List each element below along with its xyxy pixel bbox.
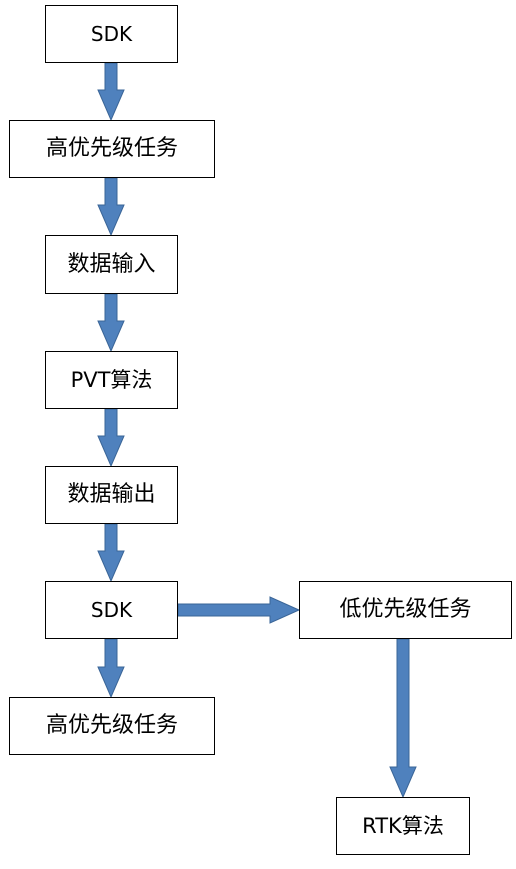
arrow-pvt-to-data-output — [97, 408, 125, 468]
node-sdk-mid: SDK — [45, 581, 178, 639]
node-data-input: 数据输入 — [45, 235, 178, 294]
node-pvt-algorithm: PVT算法 — [45, 351, 178, 409]
node-high-priority-task-1-label: 高优先级任务 — [45, 136, 178, 161]
node-sdk-top-label: SDK — [90, 22, 133, 46]
arrow-low-priority-to-rtk — [389, 638, 417, 799]
arrow-sdk-to-high-priority — [97, 62, 125, 122]
node-sdk-mid-label: SDK — [90, 598, 133, 622]
node-high-priority-task-2: 高优先级任务 — [9, 697, 215, 755]
node-data-input-label: 数据输入 — [67, 251, 156, 277]
arrow-sdk-to-low-priority — [177, 596, 301, 624]
arrow-high-priority-to-data-input — [97, 177, 125, 237]
node-data-output-label: 数据输出 — [67, 482, 156, 507]
node-data-output: 数据输出 — [45, 466, 178, 524]
node-sdk-top: SDK — [45, 5, 178, 63]
node-low-priority-task-label: 低优先级任务 — [339, 597, 472, 622]
node-rtk-algorithm: RTK算法 — [336, 797, 470, 855]
node-rtk-algorithm-label: RTK算法 — [362, 813, 444, 838]
node-low-priority-task: 低优先级任务 — [299, 581, 512, 639]
node-high-priority-task-1: 高优先级任务 — [9, 120, 215, 178]
node-pvt-algorithm-label: PVT算法 — [70, 367, 153, 392]
arrow-data-output-to-sdk — [97, 523, 125, 583]
arrow-sdk-to-high-priority-bottom — [97, 638, 125, 699]
arrow-data-input-to-pvt — [97, 293, 125, 353]
node-high-priority-task-2-label: 高优先级任务 — [45, 713, 178, 738]
